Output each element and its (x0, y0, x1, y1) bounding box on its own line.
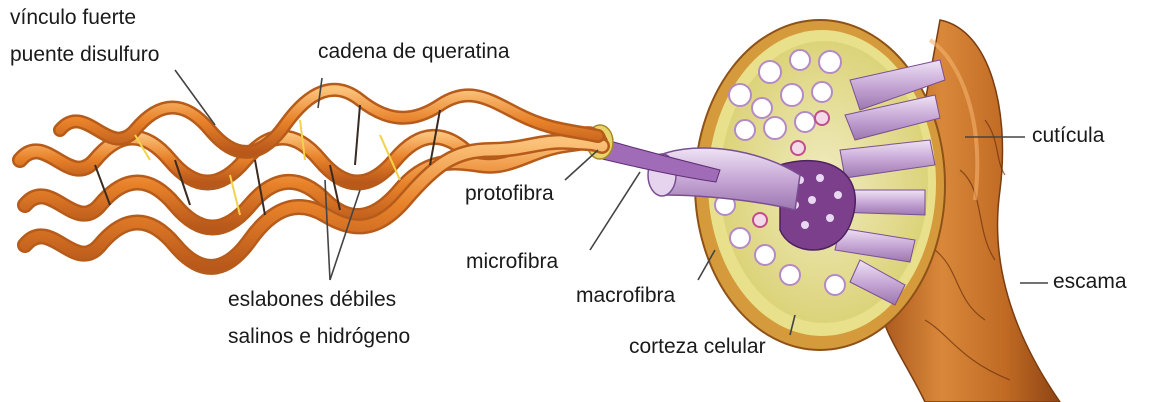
label-eslabones-debiles: eslabones débiles (228, 288, 396, 312)
keratin-helices (20, 90, 602, 267)
label-salinos-hidrogeno: salinos e hidrógeno (228, 325, 410, 349)
label-microfibra: microfibra (466, 250, 558, 274)
label-puente-disulfuro: puente disulfuro (10, 43, 159, 67)
label-protofibra: protofibra (465, 182, 554, 206)
label-escama: escama (1053, 270, 1127, 294)
label-vinculo-fuerte: vínculo fuerte (10, 6, 136, 30)
label-cuticula: cutícula (1032, 124, 1104, 148)
label-macrofibra: macrofibra (576, 284, 675, 308)
label-cadena-queratina: cadena de queratina (318, 40, 510, 64)
label-corteza-celular: corteza celular (629, 335, 766, 359)
